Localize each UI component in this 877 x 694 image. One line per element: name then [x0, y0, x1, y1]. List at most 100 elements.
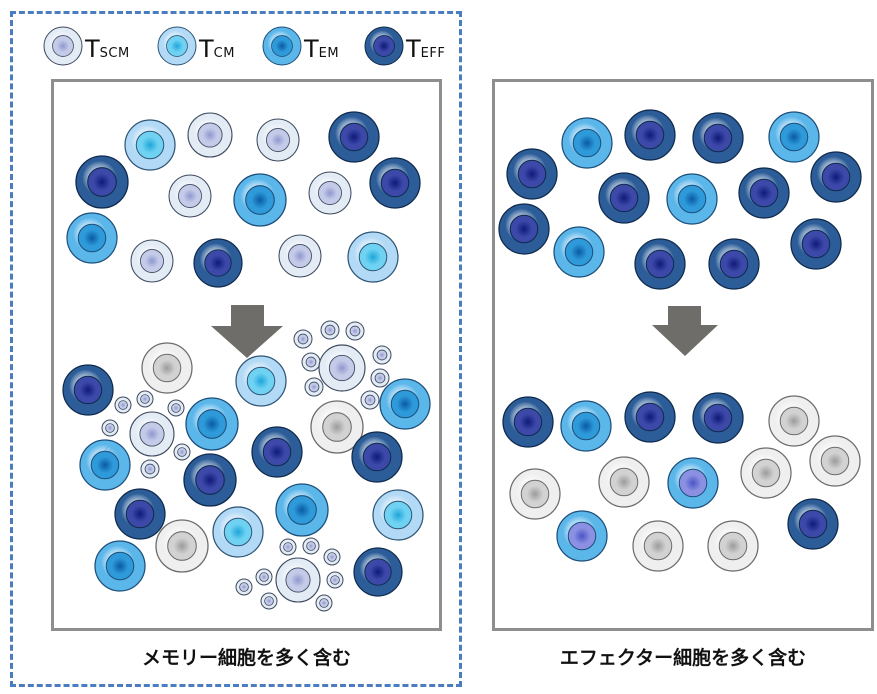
tem-cell: [275, 483, 329, 537]
memory-group-dashed-frame: [10, 11, 462, 687]
tcm-cell: [124, 119, 176, 171]
teff-cell: [708, 238, 760, 290]
dead-cell: [768, 395, 820, 447]
tscm-cell: [345, 321, 365, 341]
tscm-cell: [114, 396, 132, 414]
tscm-cell: [304, 377, 324, 397]
teff-cell: [251, 426, 303, 478]
teff-cell: [692, 112, 744, 164]
dead-cell: [598, 456, 650, 508]
tscm-cell: [130, 239, 174, 283]
tcm-cell: [212, 506, 264, 558]
tscm-cell: [278, 234, 322, 278]
tem-cell: [560, 400, 612, 452]
tscm-cell: [173, 443, 191, 461]
caption-memory: メモリー細胞を多く含む: [141, 647, 351, 669]
tscm-cell: [308, 171, 352, 215]
dead-cell: [155, 519, 209, 573]
teff-cell: [624, 391, 676, 443]
teff-cell: [498, 203, 550, 255]
caption-effector: エフェクター細胞を多く含む: [559, 647, 807, 669]
legend-icon-teff: [364, 26, 404, 66]
tcm-cell: [372, 489, 424, 541]
teff-cell: [502, 396, 554, 448]
tem-cell: [666, 173, 718, 225]
tscm-cell: [326, 571, 344, 589]
teff-cell: [738, 167, 790, 219]
teff-cell: [114, 488, 166, 540]
legend-label-tcm: TCM: [199, 35, 235, 63]
tscm-cell: [275, 557, 321, 603]
tem-cell: [556, 510, 608, 562]
tem-cell: [66, 212, 118, 264]
tscm-cell: [167, 399, 185, 417]
tscm-cell: [323, 548, 341, 566]
tem-cell: [379, 378, 431, 430]
tem-cell: [768, 111, 820, 163]
teff-cell: [624, 109, 676, 161]
tscm-cell: [260, 592, 278, 610]
tem-cell: [553, 226, 605, 278]
tscm-cell: [293, 329, 313, 349]
tscm-cell: [301, 352, 321, 372]
teff-cell: [787, 498, 839, 550]
teff-cell: [75, 155, 129, 209]
tscm-cell: [187, 112, 233, 158]
teff-cell: [634, 238, 686, 290]
teff-cell: [353, 547, 403, 597]
tscm-cell: [256, 118, 300, 162]
tscm-cell: [255, 568, 273, 586]
dead-cell: [809, 435, 861, 487]
tem-cell: [233, 173, 287, 227]
legend-label-teff: TEFF: [406, 35, 446, 63]
tscm-cell: [370, 368, 390, 388]
tscm-cell: [168, 174, 212, 218]
tscm-cell: [372, 345, 392, 365]
tem-cell: [79, 439, 131, 491]
tscm-cell: [360, 390, 380, 410]
down-arrow-right: [652, 306, 718, 356]
legend-icon-tem: [262, 26, 302, 66]
tscm-cell: [315, 594, 333, 612]
tem-cell: [667, 457, 719, 509]
teff-cell: [810, 151, 862, 203]
tcm-cell: [347, 231, 399, 283]
dead-cell: [509, 468, 561, 520]
dead-cell: [141, 342, 193, 394]
teff-cell: [506, 148, 558, 200]
tscm-cell: [318, 344, 366, 392]
tem-cell: [185, 397, 239, 451]
down-arrow-left: [211, 305, 283, 358]
tscm-cell: [320, 320, 340, 340]
tem-cell: [561, 117, 613, 169]
teff-cell: [193, 238, 243, 288]
teff-cell: [369, 157, 421, 209]
tem-cell: [94, 540, 146, 592]
dead-cell: [707, 520, 759, 572]
dead-cell: [632, 520, 684, 572]
legend-icon-tcm: [157, 26, 197, 66]
teff-cell: [183, 453, 237, 507]
tscm-cell: [140, 459, 160, 479]
teff-cell: [790, 218, 842, 270]
legend-label-tscm: TSCM: [85, 35, 130, 63]
tcm-cell: [235, 355, 287, 407]
teff-cell: [351, 431, 403, 483]
legend-label-tem: TEM: [304, 35, 340, 63]
teff-cell: [598, 172, 650, 224]
tscm-cell: [235, 578, 253, 596]
teff-cell: [692, 392, 744, 444]
tscm-cell: [101, 419, 119, 437]
teff-cell: [62, 364, 114, 416]
teff-cell: [328, 111, 380, 163]
dead-cell: [310, 400, 364, 454]
tscm-cell: [302, 537, 320, 555]
legend-icon-tscm: [43, 26, 83, 66]
tscm-cell: [279, 538, 297, 556]
cells-layer: [43, 26, 862, 612]
tscm-cell: [129, 411, 175, 457]
tscm-cell: [136, 390, 154, 408]
dead-cell: [740, 447, 792, 499]
